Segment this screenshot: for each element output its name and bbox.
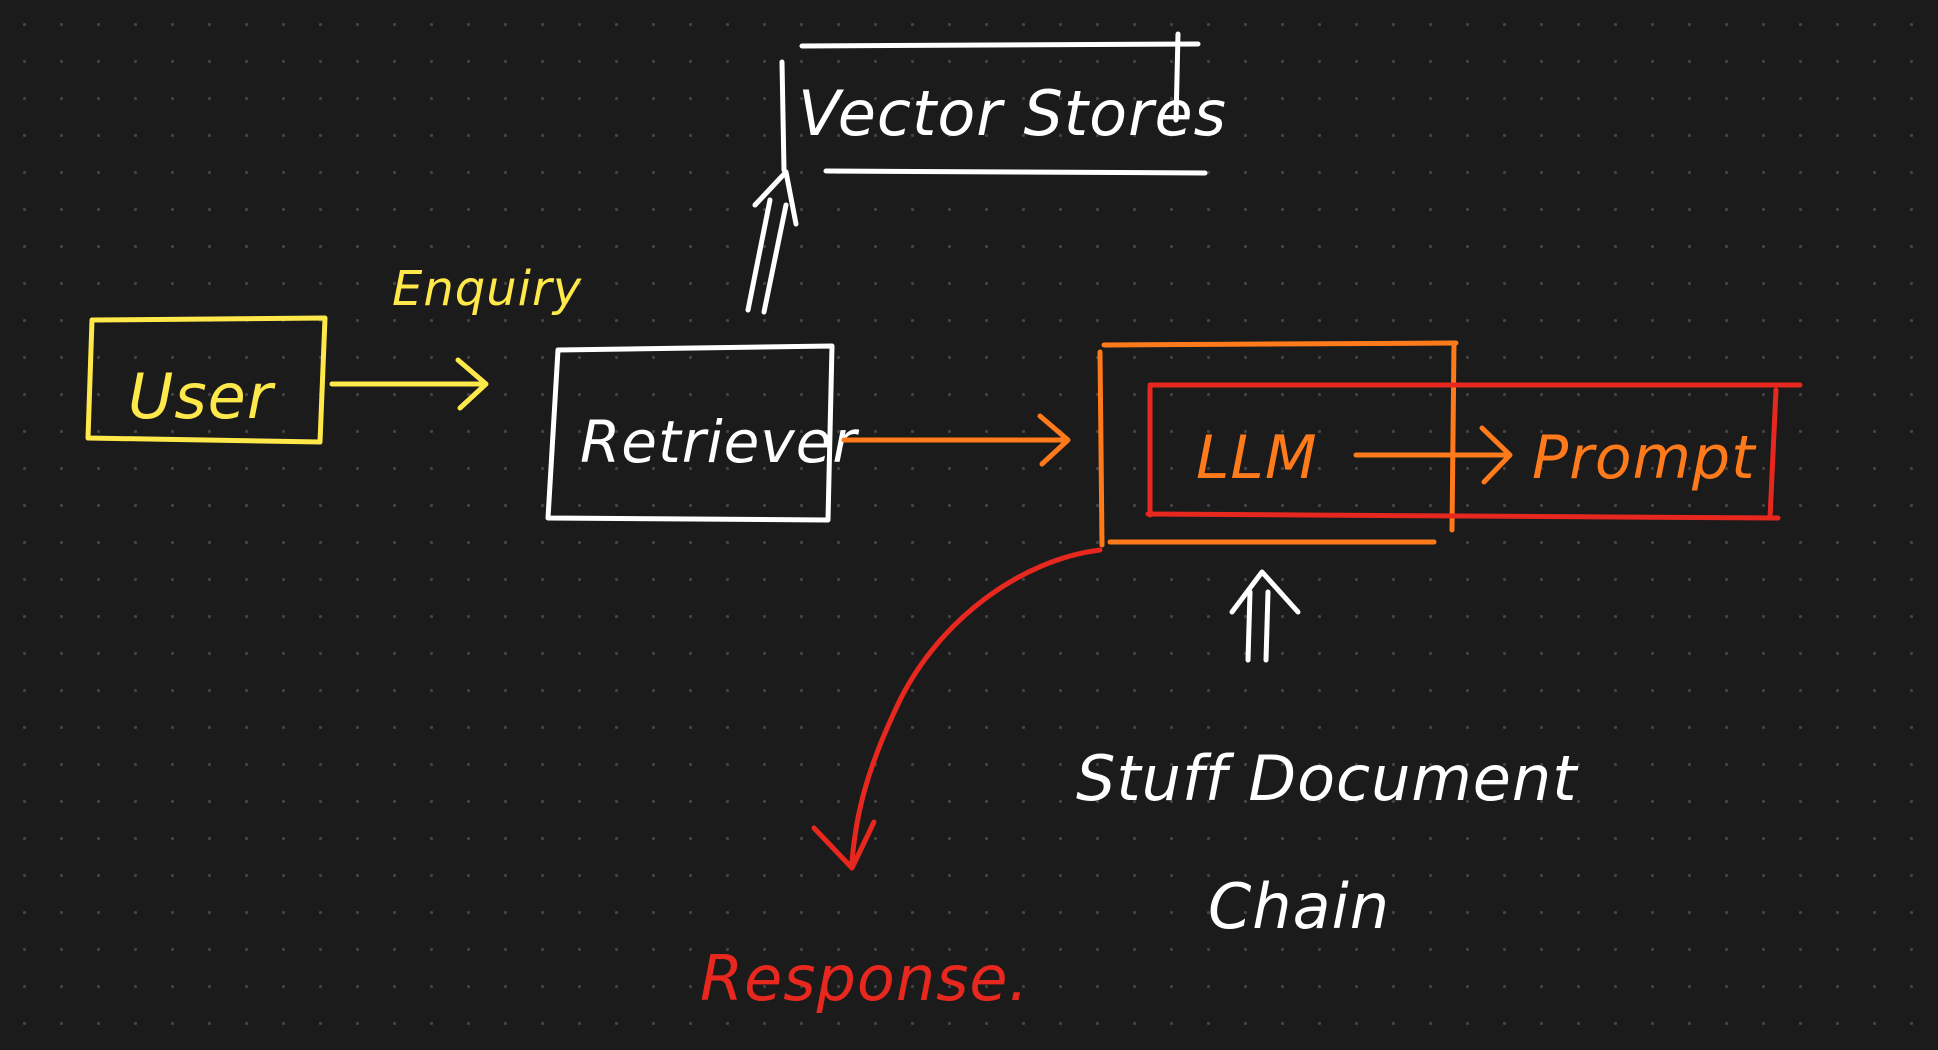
retriever-box (545, 343, 835, 523)
stuff-chain-label-line1: Stuff Document (1076, 742, 1579, 815)
vector-store-label: Vector Stores (798, 77, 1227, 150)
vector-store-right-edge (1173, 31, 1181, 123)
stuff-chain-to-llm-arrow (1229, 569, 1301, 663)
prompt-label: Prompt (1532, 423, 1757, 493)
retriever-label: Retriever (580, 408, 859, 476)
prompt-box (1145, 382, 1803, 521)
vector-store-node (779, 31, 1208, 176)
stuff-chain-label-line2: Chain (1208, 870, 1390, 943)
enquiry-label: Enquiry (392, 261, 582, 317)
llm-to-prompt-arrow (1353, 425, 1513, 485)
retriever-to-vector-store-arrow (745, 169, 799, 315)
user-label: User (128, 360, 276, 433)
vector-store-top-edge (799, 41, 1201, 49)
llm-to-response-arrow (811, 547, 1103, 871)
response-label: Response. (700, 942, 1029, 1015)
vector-store-left-edge (779, 59, 787, 173)
llm-chain-box (1097, 340, 1459, 548)
llm-label: LLM (1196, 423, 1318, 493)
user-to-retriever-arrow (329, 357, 489, 411)
retriever-to-llm-arrow (841, 413, 1071, 467)
vector-store-bottom-edge (823, 168, 1208, 176)
user-box (85, 315, 328, 445)
